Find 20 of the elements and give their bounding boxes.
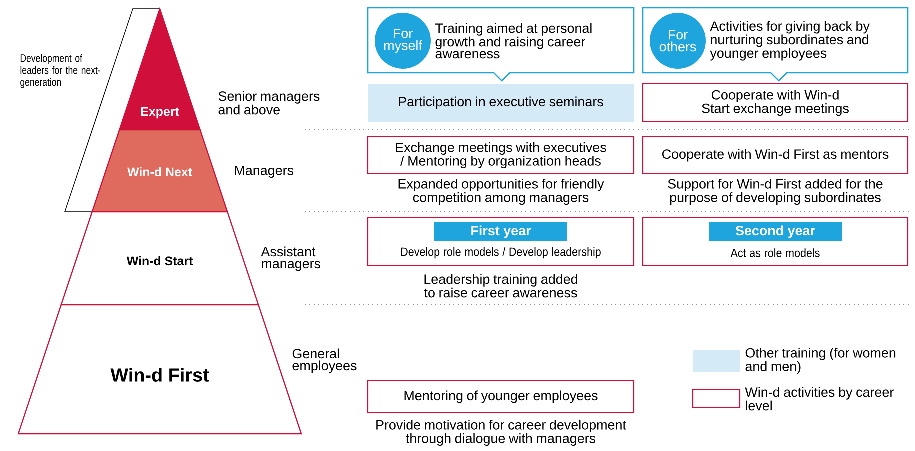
pyramid-tier: Win-d Next <box>92 129 228 213</box>
year-tab: Second year <box>709 222 842 242</box>
node-label: Win-d First <box>110 368 210 382</box>
note-text: Provide motivation for career development through dialogue with managers <box>376 420 626 446</box>
note-text: Expanded opportunities for friendly competition among managers <box>398 178 604 206</box>
level-label: Assistant managers <box>261 246 321 272</box>
node-label: generation <box>20 78 62 88</box>
pyramid-tier: Win-d Start <box>60 211 260 306</box>
level-label: Managers <box>235 166 294 178</box>
activity-box: Participation in executive seminars <box>368 84 634 122</box>
activity-box: Cooperate with Win-d Start exchange meetings <box>642 83 909 123</box>
activity-box: Cooperate with Win-d First as mentors <box>642 136 909 175</box>
activity-box: Mentoring of younger employees <box>367 380 635 414</box>
legend-text: Win-d activities by career level <box>745 387 894 411</box>
legend-text: Other training (for women and men) <box>746 348 896 374</box>
year-tab: First year <box>434 222 568 242</box>
note-text: Leadership training added to raise career awareness <box>424 274 578 298</box>
level-label: Senior managers and above <box>218 91 320 115</box>
note-text: Support for Win-d First added for the purpose of developing subordinates <box>668 178 883 206</box>
activity-box: Exchange meetings with executives / Mentoring by organization heads <box>367 136 635 175</box>
